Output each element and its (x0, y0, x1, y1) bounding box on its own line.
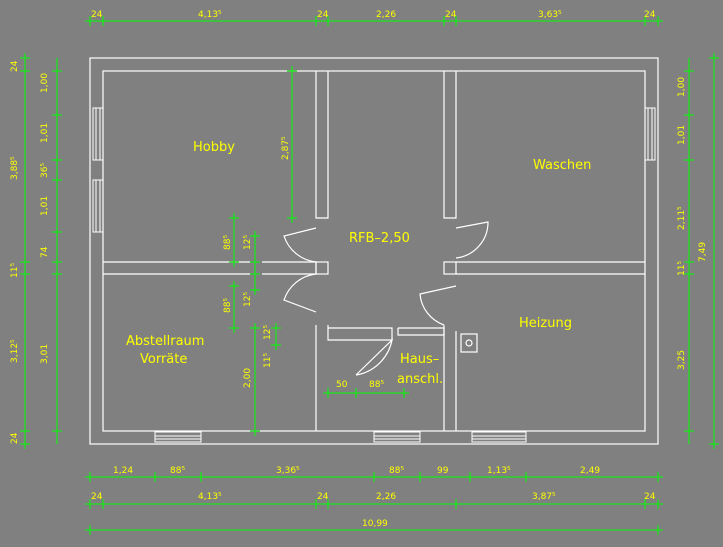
dims-bottom-1: 1,24 88⁵ 3,36⁵ 88⁵ 99 1,13⁵ 2,49 (113, 466, 600, 476)
room-heizung: Heizung (519, 316, 572, 331)
dim-ri-1: 1,01 (677, 125, 687, 145)
dim-b1-0: 1,24 (113, 466, 133, 476)
dim-88a: 88⁵ (223, 235, 233, 250)
room-hausanschluss-1: Haus– (400, 352, 439, 367)
dim-hobby-door: 2,87⁵ (281, 136, 291, 160)
outer-walls (89, 57, 659, 445)
dim-ri-2: 2,11⁵ (677, 206, 687, 230)
dim-total-width: 10,99 (362, 519, 388, 529)
dim-lo-1: 3,88⁵ (10, 156, 20, 180)
room-hobby: Hobby (193, 140, 235, 155)
dim-li-2: 36⁵ (40, 163, 50, 178)
dims-bottom-2: 24 4,13⁵ 24 2,26 3,87⁵ 24 (91, 492, 656, 502)
room-hausanschluss-2: anschl. (397, 372, 443, 387)
dims-right: 7,49 1,00 1,01 2,11⁵ 11⁵ 3,25 (677, 77, 708, 370)
dim-b2-4: 3,87⁵ (532, 492, 556, 502)
dims-left-outer: 24 3,88⁵ 11⁵ 3,12⁵ 24 (10, 60, 20, 444)
dim-b1-4: 99 (437, 466, 449, 476)
dims-interior: 2,87⁵ 88⁵ 12⁵ 88⁵ 12⁵ 12⁵ 11⁵ 2,00 50 88… (223, 136, 384, 390)
dimension-lines (20, 16, 719, 535)
dim-88c: 88⁵ (369, 380, 384, 390)
dim-b1-1: 88⁵ (170, 466, 185, 476)
dim-ri-0: 1,00 (677, 77, 687, 97)
dim-12a: 12⁵ (243, 235, 253, 250)
room-labels: Hobby Waschen RFB–2,50 Abstellraum Vorrä… (126, 140, 591, 387)
dim-ri-3: 11⁵ (677, 261, 687, 276)
dim-li-0: 1,00 (40, 73, 50, 93)
room-rfb: RFB–2,50 (349, 231, 410, 246)
dim-li-4: 74 (40, 246, 50, 258)
dim-top-6: 24 (644, 10, 656, 20)
dim-b1-6: 2,49 (580, 466, 600, 476)
dim-b2-2: 24 (317, 492, 329, 502)
dims-top: 24 4,13⁵ 24 2,26 24 3,63⁵ 24 (91, 10, 656, 20)
dim-b1-2: 3,36⁵ (276, 466, 300, 476)
dim-b1-5: 1,13⁵ (487, 466, 511, 476)
chimney-symbol (460, 333, 478, 353)
dim-lo-3: 3,12⁵ (10, 339, 20, 363)
dim-top-0: 24 (91, 10, 103, 20)
dim-li-1: 1,01 (40, 123, 50, 143)
dim-ri-4: 3,25 (677, 350, 687, 370)
dim-88b: 88⁵ (223, 298, 233, 313)
dim-b2-1: 4,13⁵ (198, 492, 222, 502)
dim-11: 11⁵ (263, 353, 273, 368)
dim-ro-0: 7,49 (698, 242, 708, 262)
dim-top-4: 24 (445, 10, 457, 20)
interior-walls (103, 71, 645, 431)
dim-top-3: 2,26 (376, 10, 396, 20)
dim-li-5: 3,01 (40, 344, 50, 364)
room-waschen: Waschen (533, 158, 591, 173)
dim-lo-0: 24 (10, 60, 20, 72)
dim-top-1: 4,13⁵ (198, 10, 222, 20)
dim-b1-3: 88⁵ (389, 466, 404, 476)
dim-200: 2,00 (243, 368, 253, 388)
dim-b2-3: 2,26 (376, 492, 396, 502)
dim-12c: 12⁵ (263, 325, 273, 340)
windows (92, 107, 656, 443)
dims-left-inner: 1,00 1,01 36⁵ 1,01 74 3,01 (40, 73, 50, 364)
dim-b2-0: 24 (91, 492, 103, 502)
dim-12b: 12⁵ (243, 292, 253, 307)
dim-50: 50 (336, 380, 348, 390)
dim-lo-4: 24 (10, 432, 20, 444)
dim-top-2: 24 (317, 10, 329, 20)
dim-b2-5: 24 (644, 492, 656, 502)
dim-li-3: 1,01 (40, 196, 50, 216)
dim-top-5: 3,63⁵ (538, 10, 562, 20)
dim-lo-2: 11⁵ (10, 263, 20, 278)
doors (283, 221, 489, 376)
room-abstellraum: Abstellraum (126, 334, 204, 349)
room-vorraete: Vorräte (140, 352, 187, 367)
